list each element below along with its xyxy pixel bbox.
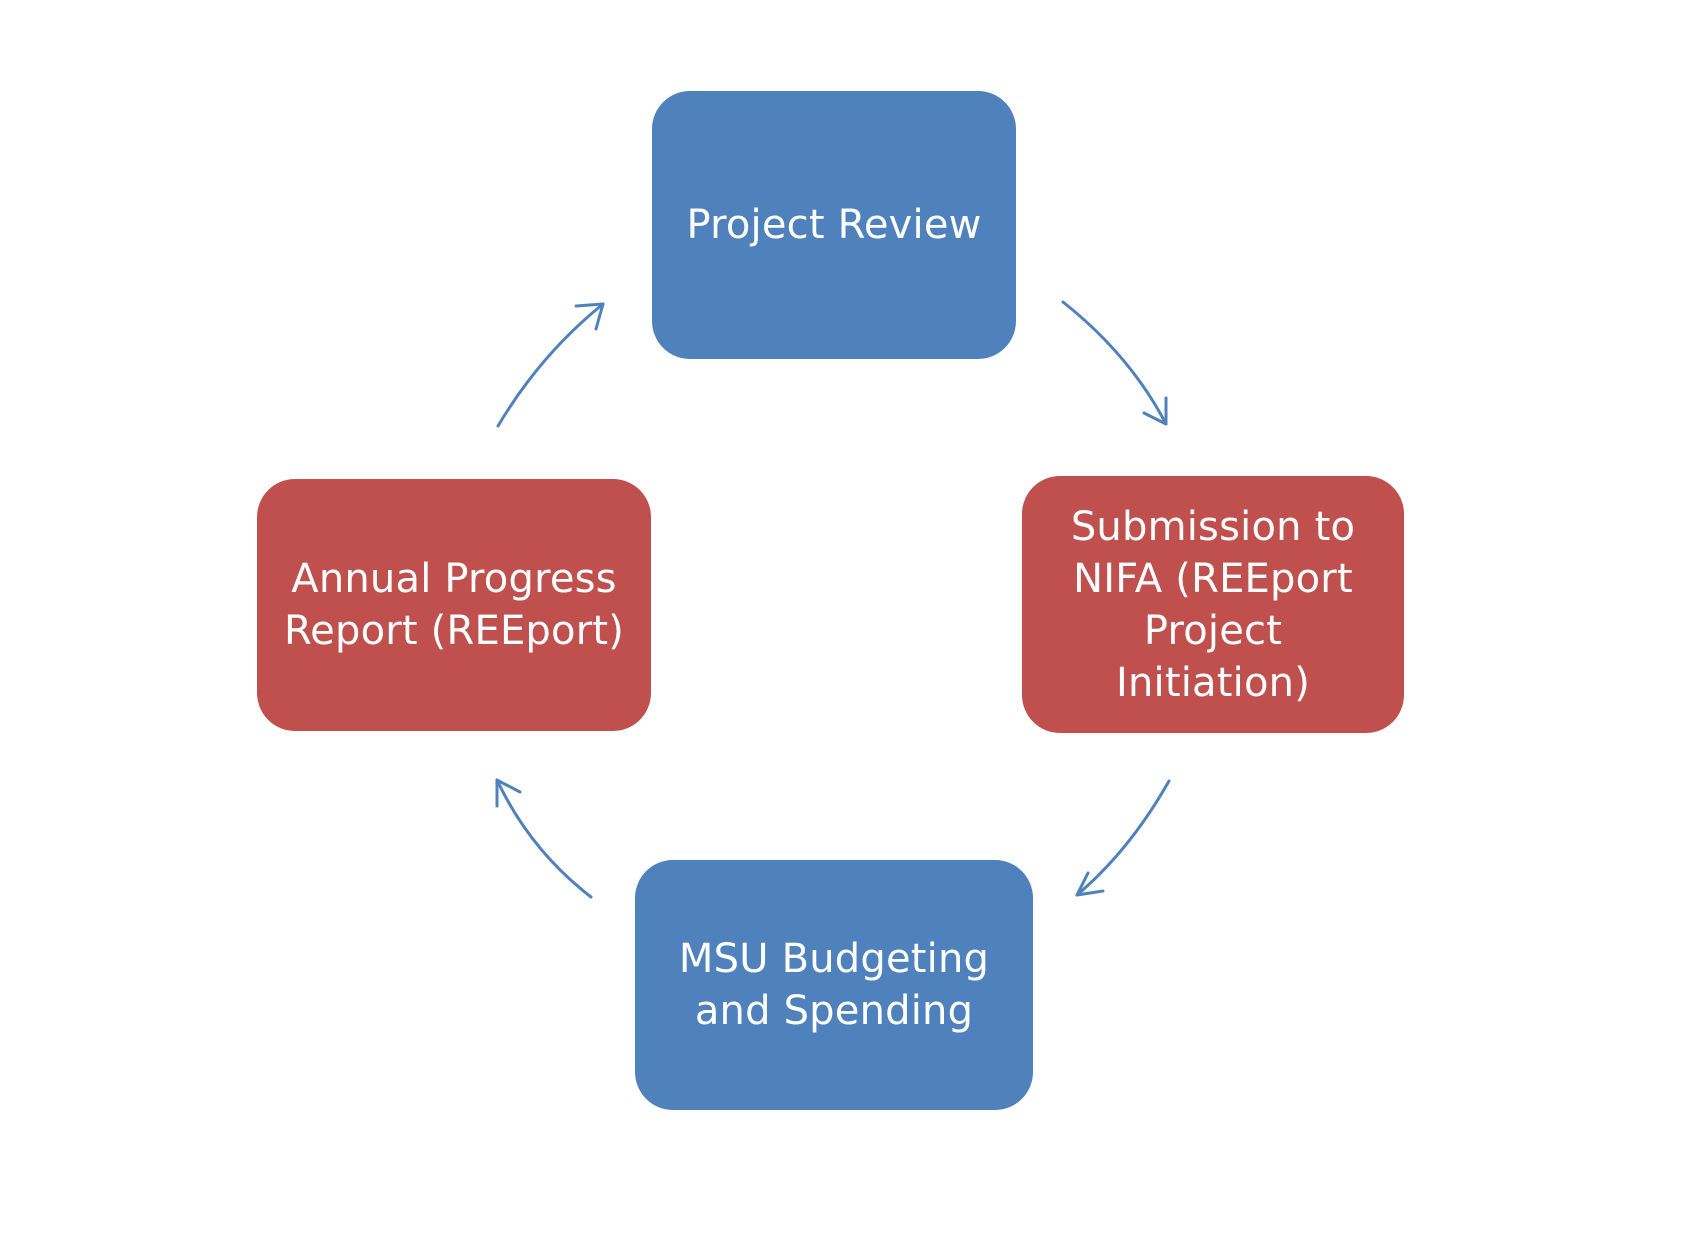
arrow-project-review-to-submission <box>1061 300 1168 426</box>
arrow-curve <box>1075 779 1171 897</box>
node-label-line: and Spending <box>694 988 974 1034</box>
arrow-submission-to-budgeting <box>1075 779 1171 897</box>
node-label-line: Annual Progress <box>291 556 617 602</box>
node-label-line: NIFA (REEport <box>1073 555 1353 602</box>
node-label: MSU Budgeting and Spending <box>679 933 989 1037</box>
node-label-line: Submission to <box>1070 503 1356 550</box>
node-label: Submission to NIFA (REEport Project Init… <box>1046 501 1380 709</box>
arrow-annual-report-to-project-review <box>496 302 605 428</box>
node-annual-progress-report: Annual Progress Report (REEport) <box>257 479 651 731</box>
node-label: Annual Progress Report (REEport) <box>284 553 624 657</box>
arrow-head <box>1142 396 1168 426</box>
arrow-head <box>1075 871 1105 897</box>
node-label-line: Project Initiation) <box>1116 607 1310 706</box>
node-label-line: Report (REEport) <box>283 608 625 654</box>
arrow-head <box>495 778 522 808</box>
arrow-head <box>574 302 605 331</box>
arrow-curve <box>1061 300 1168 426</box>
node-msu-budgeting: MSU Budgeting and Spending <box>635 860 1033 1110</box>
node-project-review: Project Review <box>652 91 1016 359</box>
arrow-curve <box>496 302 605 428</box>
arrow-curve <box>495 778 593 899</box>
arrow-budgeting-to-annual-report <box>495 778 593 899</box>
node-label-line: MSU Budgeting <box>678 936 990 982</box>
node-label: Project Review <box>686 199 981 251</box>
node-label-line: Project Review <box>686 202 982 248</box>
node-submission-to-nifa: Submission to NIFA (REEport Project Init… <box>1022 476 1404 733</box>
